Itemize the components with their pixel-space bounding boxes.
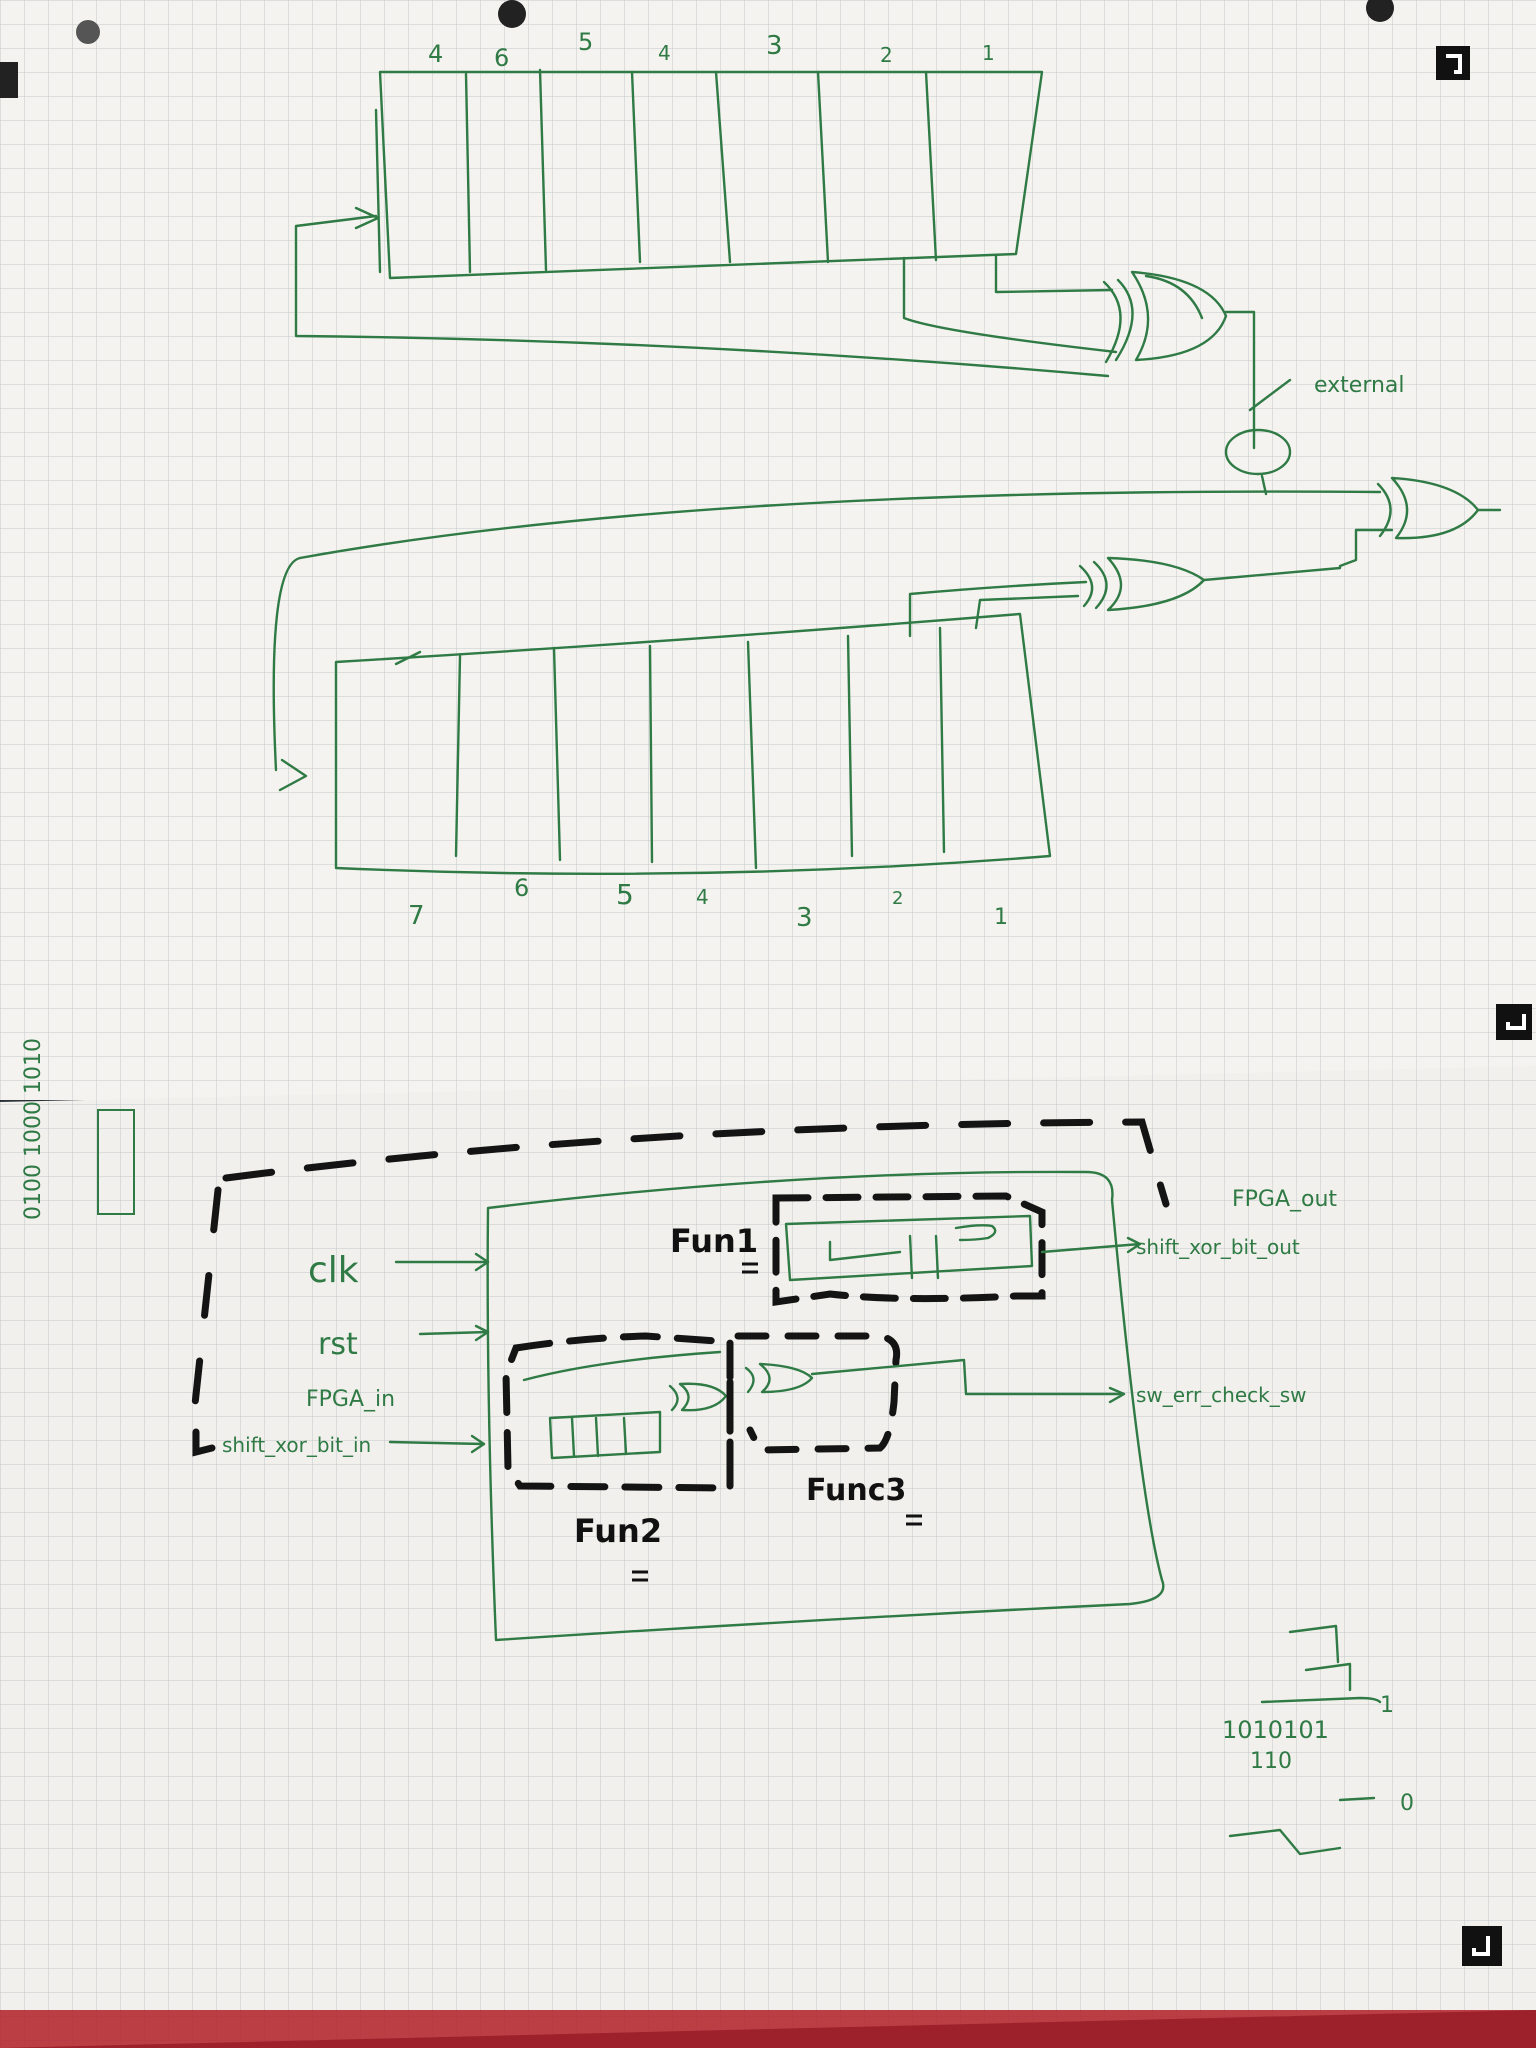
- sw-err-wire: [810, 1358, 1122, 1396]
- scratch-result: 1: [1380, 1693, 1394, 1718]
- top-label: 4: [428, 40, 443, 68]
- input-label: shift_xor_bit_in: [222, 1433, 371, 1457]
- output-label: sw_err_check_sw: [1136, 1383, 1307, 1407]
- input-ports: clk rst FPGA_in shift_xor_bit_in: [222, 1250, 490, 1457]
- top-register-labels: 4 6 5 4 3 2 1: [428, 28, 995, 72]
- func1-label: Fun1: [670, 1222, 758, 1260]
- bottom-label: 7: [408, 901, 425, 931]
- input-label: clk: [308, 1250, 359, 1291]
- bottom-label: 4: [696, 885, 709, 909]
- top-label: 3: [766, 31, 783, 61]
- middle-gates: [298, 476, 1502, 638]
- scratch-row: 110: [1250, 1749, 1292, 1774]
- bottom-register-labels: 7 6 5 4 3 2 1: [408, 874, 1008, 933]
- margin-note: 0100 1000 1010: [21, 1038, 46, 1220]
- red-cover-edge: [0, 2010, 1536, 2048]
- punch-hole: [76, 20, 100, 44]
- bottom-sheet: [0, 1066, 1536, 2048]
- output-label: shift_xor_bit_out: [1136, 1235, 1300, 1259]
- corner-mark-icon: [1462, 1926, 1502, 1966]
- bottom-label: 5: [616, 878, 634, 911]
- outer-dashed-boundary: [188, 1118, 1170, 1457]
- bottom-label: 3: [796, 903, 813, 933]
- external-label: external: [1314, 373, 1405, 398]
- func1-block: Fun1: [670, 1192, 1046, 1307]
- top-label: 1: [982, 41, 995, 65]
- punch-hole: [498, 0, 526, 28]
- bottom-label: 1: [994, 905, 1008, 930]
- page-tab: [0, 62, 18, 98]
- shift-in-arrow: [388, 1440, 486, 1446]
- func3-block: Func3: [726, 1332, 1126, 1526]
- punch-hole: [1366, 0, 1394, 22]
- module-box: [486, 1170, 1165, 1642]
- svg-text:0100 1000 1010: 0100 1000 1010: [21, 1038, 46, 1220]
- top-label: 2: [880, 43, 893, 67]
- output-label: FPGA_out: [1232, 1187, 1337, 1212]
- input-label: FPGA_in: [306, 1387, 395, 1412]
- scratch-calculations: 1010101 110 1 0: [1222, 1624, 1414, 1856]
- bottom-shift-register: [272, 556, 1052, 876]
- input-label: rst: [318, 1327, 358, 1362]
- top-feedback-wiring: external: [294, 206, 1405, 496]
- corner-mark-icon: [1496, 1004, 1532, 1040]
- scratch-result: 0: [1400, 1791, 1414, 1816]
- top-label: 5: [578, 28, 593, 56]
- func2-block: Fun2: [502, 1332, 734, 1582]
- rst-arrow: [418, 1330, 490, 1336]
- func3-label: Func3: [806, 1473, 906, 1508]
- bottom-label: 6: [514, 874, 529, 902]
- top-label: 4: [658, 41, 671, 65]
- func2-label: Fun2: [574, 1512, 662, 1550]
- shift-out-wire: [1040, 1242, 1142, 1254]
- top-sheet: [0, 0, 1536, 1100]
- top-label: 6: [494, 44, 509, 72]
- margin-box: [97, 1109, 135, 1215]
- scratch-row: 1010101: [1222, 1716, 1329, 1744]
- output-ports: FPGA_out shift_xor_bit_out sw_err_check_…: [1040, 1187, 1337, 1407]
- top-shift-register: [374, 68, 1044, 280]
- corner-mark-icon: [1436, 46, 1470, 80]
- bottom-label: 2: [892, 888, 903, 909]
